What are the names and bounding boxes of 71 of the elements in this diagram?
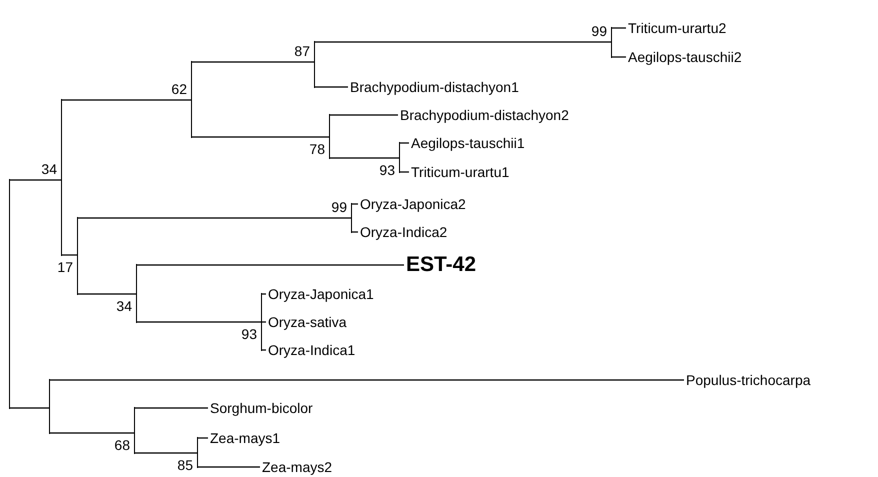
bootstrap-value: 62 — [171, 81, 187, 97]
taxon-label: Populus-trichocarpa — [686, 371, 811, 389]
bootstrap-value: 17 — [57, 259, 73, 275]
bootstrap-value: 99 — [591, 23, 607, 39]
branch-node — [136, 264, 140, 323]
branch-node — [49, 379, 52, 434]
taxon-label: Zea-mays1 — [210, 429, 280, 447]
bootstrap-value: 68 — [114, 437, 130, 453]
taxon-label: Aegilops-tauschii1 — [411, 134, 525, 152]
bootstrap-value: 99 — [331, 199, 347, 215]
branch-line — [62, 99, 192, 101]
branch-line — [352, 231, 358, 233]
branch-line — [10, 407, 50, 409]
branch-line — [192, 136, 330, 138]
taxon-label: Oryza-Indica2 — [360, 223, 448, 241]
branch-node — [134, 407, 138, 454]
branch-node — [197, 437, 200, 468]
branch-line — [62, 254, 78, 256]
branch-line — [400, 142, 409, 144]
branch-line — [262, 349, 266, 351]
branch-line — [78, 217, 352, 219]
branch-line — [352, 203, 358, 205]
branch-line — [78, 293, 137, 295]
branch-line — [612, 56, 626, 58]
branch-line — [262, 321, 266, 323]
bootstrap-value: 87 — [294, 43, 310, 59]
branch-line — [612, 27, 626, 29]
taxon-label: EST-42 — [406, 253, 476, 277]
taxon-label: Triticum-urartu1 — [411, 163, 510, 181]
branch-line — [198, 466, 260, 468]
branch-node — [191, 61, 194, 138]
taxon-label: Aegilops-tauschii2 — [628, 48, 742, 66]
taxon-label: Zea-mays2 — [262, 458, 332, 476]
branch-line — [192, 61, 315, 63]
branch-line — [50, 432, 135, 434]
branch-node — [399, 142, 402, 173]
bootstrap-value: 85 — [177, 457, 193, 473]
branch-line — [50, 379, 684, 381]
taxon-label: Brachypodium-distachyon1 — [350, 78, 519, 96]
branch-line — [400, 171, 409, 173]
bootstrap-value: 78 — [309, 141, 325, 157]
branch-node — [61, 99, 64, 256]
taxon-label: Oryza-Japonica1 — [268, 285, 374, 303]
taxon-label: Oryza-Japonica2 — [360, 195, 466, 213]
taxon-label: Oryza-Indica1 — [268, 341, 356, 359]
branch-node — [314, 41, 318, 88]
branch-line — [135, 407, 208, 409]
bootstrap-value: 93 — [241, 326, 257, 342]
branch-node — [9, 179, 12, 409]
branch-line — [135, 452, 198, 454]
branch-line — [198, 437, 208, 439]
branch-line — [10, 179, 62, 181]
taxon-label: Triticum-urartu2 — [628, 19, 726, 37]
branch-node — [329, 114, 332, 159]
bootstrap-value: 34 — [41, 161, 57, 177]
branch-node — [351, 203, 354, 233]
branch-node — [261, 293, 264, 351]
branch-line — [330, 157, 400, 159]
branch-line — [262, 293, 266, 295]
bootstrap-value: 93 — [379, 162, 395, 178]
branch-node — [77, 217, 80, 295]
branch-line — [315, 86, 348, 88]
taxon-label: Sorghum-bicolor — [210, 399, 313, 417]
branch-node — [611, 27, 614, 58]
branch-line — [315, 41, 612, 43]
taxon-label: Oryza-sativa — [268, 313, 347, 331]
branch-line — [330, 114, 398, 116]
branch-line — [137, 264, 404, 266]
taxon-label: Brachypodium-distachyon2 — [400, 106, 569, 124]
bootstrap-value: 34 — [116, 298, 132, 314]
branch-line — [137, 321, 262, 323]
